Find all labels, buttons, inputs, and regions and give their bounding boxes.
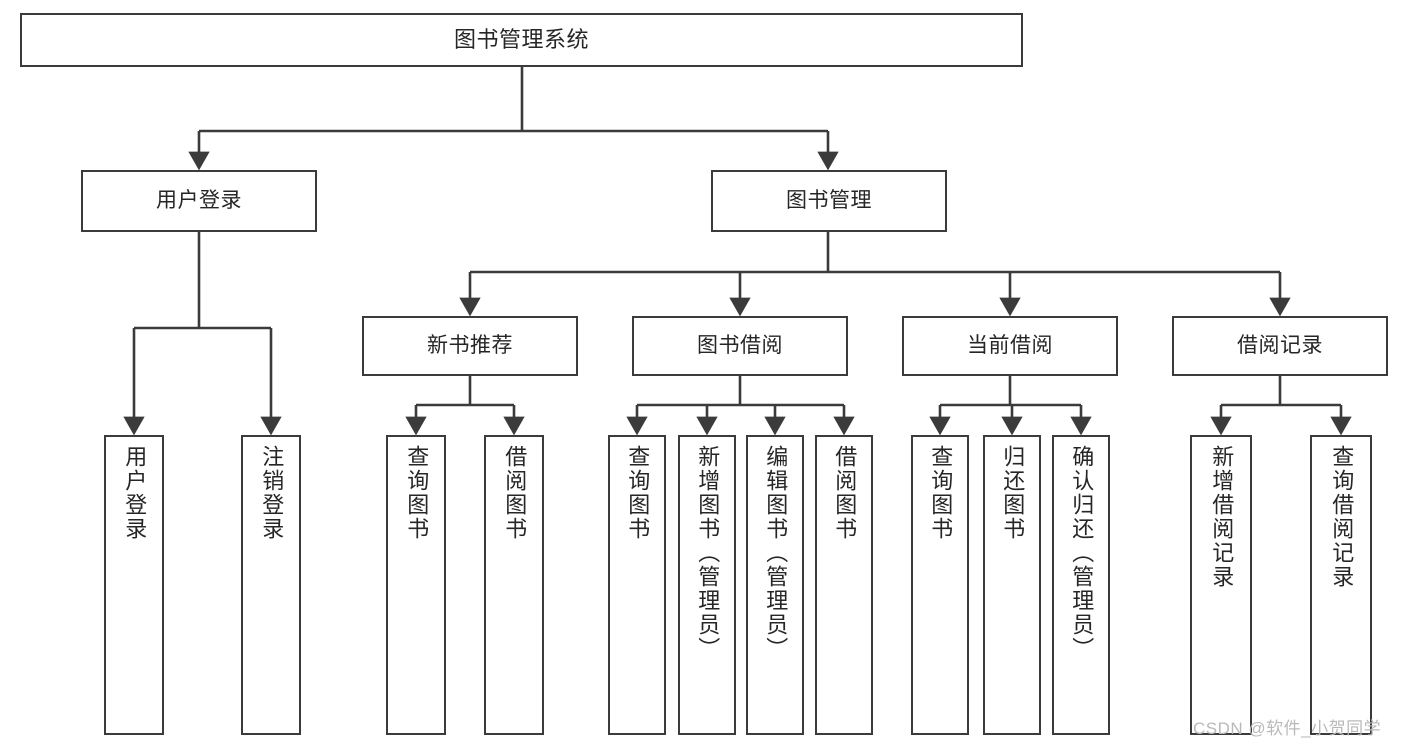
node-label: 确认归还（管理员） (1069, 445, 1095, 661)
node-label: 新增借阅记录 (1209, 445, 1235, 589)
edge-group-root (188, 67, 839, 171)
node-label: 注销登录 (259, 445, 285, 541)
node-borrow-records[interactable]: 借阅记录 (1172, 316, 1388, 376)
node-user-login[interactable]: 用户登录 (81, 170, 317, 232)
node-label: 新书推荐 (427, 333, 513, 357)
leaf-node[interactable]: 借阅图书 (484, 435, 544, 735)
node-label: 当前借阅 (967, 333, 1053, 357)
leaf-node[interactable]: 确认归还（管理员） (1052, 435, 1110, 735)
leaf-node[interactable]: 查询图书 (911, 435, 969, 735)
edge-group-user-login (123, 232, 282, 436)
node-label: 用户登录 (156, 188, 242, 212)
node-label: 查询图书 (404, 445, 430, 541)
leaf-node[interactable]: 新增借阅记录 (1190, 435, 1252, 735)
node-current-borrow[interactable]: 当前借阅 (902, 316, 1118, 376)
leaf-node[interactable]: 新增图书（管理员） (678, 435, 736, 735)
edge-group-book-management (459, 232, 1291, 317)
node-book-borrow[interactable]: 图书借阅 (632, 316, 848, 376)
node-label: 新增图书（管理员） (695, 445, 721, 661)
leaf-node[interactable]: 查询借阅记录 (1310, 435, 1372, 735)
node-label: 归还图书 (1000, 445, 1026, 541)
node-label: 借阅图书 (832, 445, 858, 541)
leaf-node[interactable]: 查询图书 (386, 435, 446, 735)
node-label: 查询图书 (625, 445, 651, 541)
edge-group-book-borrow (626, 376, 855, 436)
leaf-node[interactable]: 归还图书 (983, 435, 1041, 735)
node-label: 图书管理系统 (453, 27, 589, 53)
edge-group-new-book-recommend (405, 376, 525, 436)
node-label: 查询借阅记录 (1329, 445, 1355, 589)
node-label: 用户登录 (122, 445, 148, 541)
node-label: 借阅图书 (502, 445, 528, 541)
leaf-node[interactable]: 编辑图书（管理员） (746, 435, 804, 735)
node-label: 图书管理 (786, 188, 872, 212)
node-label: 查询图书 (928, 445, 954, 541)
leaf-node[interactable]: 注销登录 (241, 435, 301, 735)
edge-group-borrow-records (1210, 376, 1352, 436)
node-new-book-recommend[interactable]: 新书推荐 (362, 316, 578, 376)
edge-group-current-borrow (929, 376, 1092, 436)
node-book-management[interactable]: 图书管理 (711, 170, 947, 232)
leaf-node[interactable]: 借阅图书 (815, 435, 873, 735)
node-label: 图书借阅 (697, 333, 783, 357)
node-root-system[interactable]: 图书管理系统 (20, 13, 1023, 67)
leaf-node[interactable]: 查询图书 (608, 435, 666, 735)
watermark-text: CSDN @软件_小贺同学 (1193, 719, 1382, 738)
node-label: 借阅记录 (1237, 333, 1323, 357)
leaf-node[interactable]: 用户登录 (104, 435, 164, 735)
node-label: 编辑图书（管理员） (763, 445, 789, 661)
